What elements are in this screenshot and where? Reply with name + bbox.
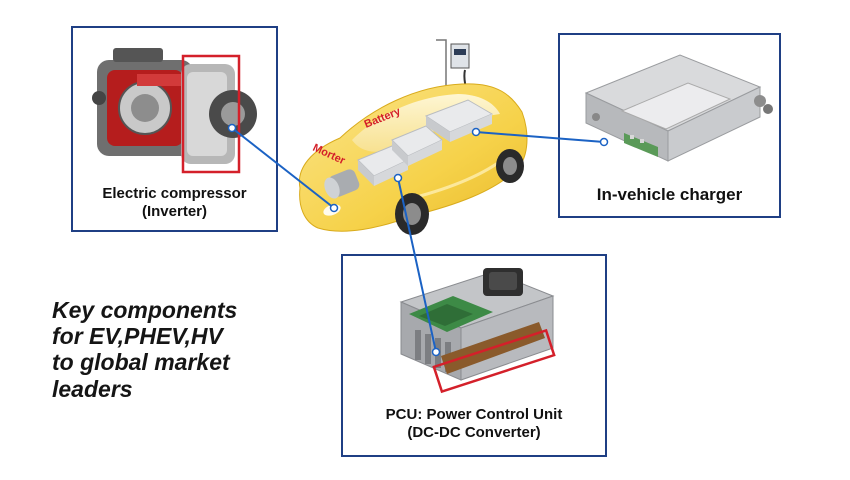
electric-compressor-panel: Electric compressor (Inverter) [71,26,278,232]
charger-connector [475,131,605,143]
motor-component [324,169,360,199]
pcu-connector-dot-b [431,347,441,357]
dc-dc-converter-highlight-box [432,328,556,394]
charger-title: In-vehicle charger [596,185,743,204]
compressor-connector-dot-a [227,123,237,133]
charger-connector-dot-b [599,137,609,147]
pcu-connector [397,177,437,353]
tagline-line-1: Key components [52,297,238,323]
pcu-subtitle: (DC-DC Converter) [407,424,541,441]
charger-image [584,54,773,162]
pcu-connector-dot-a [393,173,403,183]
tagline-line-2: for EV,PHEV,HV [52,323,223,350]
pcu-panel: PCU: Power Control Unit (DC-DC Converter… [341,254,607,457]
compressor-connector [231,127,335,209]
tagline-line-4: leaders [52,375,133,402]
charger-connector-dot-a [471,127,481,137]
compressor-image [92,48,257,174]
compressor-subtitle: (Inverter) [141,203,208,220]
battery-component [391,125,443,166]
pcu-title: PCU: Power Control Unit [385,406,563,423]
charger-component [424,99,494,142]
inverter-highlight-box [181,54,241,174]
in-vehicle-charger-panel: In-vehicle charger [558,33,781,218]
compressor-title: Electric compressor [102,185,247,202]
car-wheel-rear [496,149,524,183]
compressor-connector-dot-b [329,203,339,213]
pcu-image [399,268,556,394]
tagline-line-3: to global market [52,349,230,376]
tagline: Key components for EV,PHEV,HV to global … [52,297,237,402]
